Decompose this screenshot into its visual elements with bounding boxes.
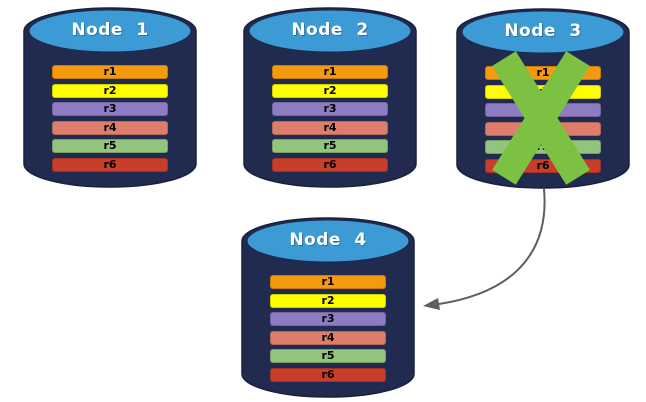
row-bar: r6 [272,158,388,172]
row-label: r1 [321,275,335,288]
node-label: Node 2 [291,20,369,40]
row-bar: r1 [52,65,168,79]
node-label: Node 4 [289,230,367,250]
row-bar: r5 [485,140,601,154]
row-label: r5 [536,140,550,153]
row-label: r3 [103,102,117,115]
row-bar: r4 [272,121,388,135]
row-label: r1 [536,66,550,79]
node-4: Node 4 r1 r2 r3 r4 r5 r6 [241,217,415,398]
row-label: r1 [323,65,337,78]
row-bar: r2 [272,84,388,98]
row-label: r3 [321,312,335,325]
arrowhead-icon [423,298,440,310]
row-label: r6 [321,368,335,381]
row-bar: r1 [270,275,386,289]
node-1: Node 1 r1 r2 r3 r4 r5 r6 [23,7,197,188]
row-label: r6 [323,158,337,171]
row-label: r3 [536,103,550,116]
row-bar: r4 [52,121,168,135]
row-label: r1 [103,65,117,78]
row-bar: r6 [52,158,168,172]
row-bar: r1 [485,66,601,80]
row-label: r4 [103,121,117,134]
row-bar: r1 [272,65,388,79]
node-2: Node 2 r1 r2 r3 r4 r5 r6 [243,7,417,188]
row-bar: r3 [52,102,168,116]
row-bar: r3 [485,103,601,117]
row-bar: r5 [272,139,388,153]
row-label: r5 [321,349,335,362]
row-bar: r3 [272,102,388,116]
node-label: Node 1 [71,20,149,40]
row-label: r6 [536,159,550,172]
row-label: r4 [536,122,550,135]
row-bar: r2 [270,294,386,308]
row-bar: r2 [52,84,168,98]
row-bar: r5 [52,139,168,153]
row-label: r4 [321,331,335,344]
node-3: Node 3 r1 r2 r3 r4 r5 r6 [456,8,630,189]
row-label: r5 [103,139,117,152]
row-bar: r4 [485,122,601,136]
row-label: r2 [536,85,550,98]
row-bar: r3 [270,312,386,326]
node-label: Node 3 [504,21,582,41]
row-label: r6 [103,158,117,171]
row-bar: r5 [270,349,386,363]
row-label: r2 [321,294,335,307]
row-bar: r6 [270,368,386,382]
row-label: r2 [103,84,117,97]
row-bar: r6 [485,159,601,173]
row-label: r5 [323,139,337,152]
row-label: r3 [323,102,337,115]
row-label: r2 [323,84,337,97]
row-bar: r2 [485,85,601,99]
row-bar: r4 [270,331,386,345]
row-label: r4 [323,121,337,134]
